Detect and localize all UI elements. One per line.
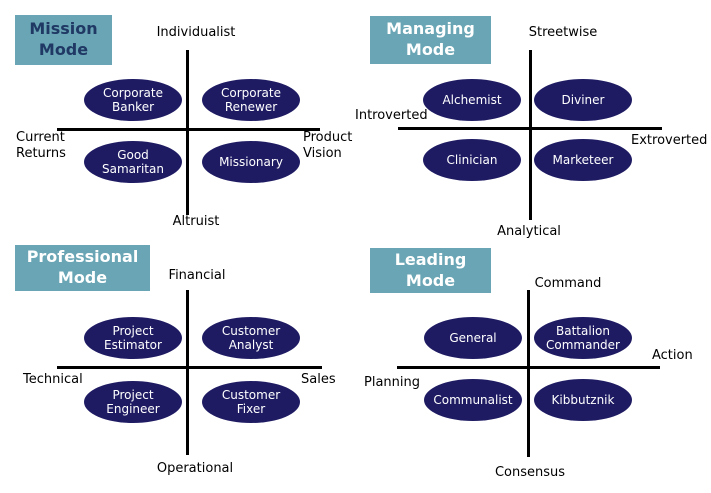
ellipse-clinician: Clinician <box>423 139 521 181</box>
title-line: Managing <box>386 19 475 39</box>
axis-label-technical: Technical <box>23 372 83 387</box>
axis-label-command: Command <box>534 276 602 291</box>
title-line: Professional <box>26 247 139 267</box>
ellipse-project-engineer: Project Engineer <box>84 381 182 423</box>
professional-mode-title-box: Professional Mode <box>15 245 150 291</box>
axis-label-planning: Planning <box>364 375 420 390</box>
quadrant-managing-mode: Managing Mode Streetwise Analytical Intr… <box>355 0 711 240</box>
horizontal-axis-line <box>398 127 662 130</box>
ellipse-marketeer: Marketeer <box>534 139 632 181</box>
ellipse-customer-fixer: Customer Fixer <box>202 381 300 423</box>
ellipse-project-estimator: Project Estimator <box>84 317 182 359</box>
horizontal-axis-line <box>397 366 660 369</box>
ellipse-general: General <box>424 317 522 359</box>
axis-label-streetwise: Streetwise <box>528 25 598 40</box>
axis-label-analytical: Analytical <box>497 224 561 239</box>
axis-label-consensus: Consensus <box>494 465 566 480</box>
horizontal-axis-line <box>57 366 322 369</box>
title-line: Mode <box>405 270 456 290</box>
axis-label-individualist: Individualist <box>156 25 236 40</box>
ellipse-corporate-renewer: Corporate Renewer <box>202 79 300 121</box>
mission-mode-title-box: Mission Mode <box>15 15 112 65</box>
quadrant-professional-mode: Professional Mode Financial Operational … <box>0 240 355 493</box>
title-line: Mission <box>29 19 98 39</box>
leading-mode-title-box: Leading Mode <box>370 248 491 293</box>
horizontal-axis-line <box>57 128 320 131</box>
ellipse-kibbutznik: Kibbutznik <box>534 379 632 421</box>
ellipse-good-samaritan: Good Samaritan <box>84 141 182 183</box>
ellipse-missionary: Missionary <box>202 141 300 183</box>
vertical-axis-line <box>186 290 189 455</box>
title-line: Mode <box>405 40 456 59</box>
ellipse-communalist: Communalist <box>424 379 522 421</box>
axis-label-extroverted: Extroverted <box>631 133 708 148</box>
vertical-axis-line <box>186 50 189 215</box>
ellipse-customer-analyst: Customer Analyst <box>202 317 300 359</box>
axis-label-financial: Financial <box>168 268 226 283</box>
title-line: Mode <box>38 40 89 59</box>
managing-mode-title-box: Managing Mode <box>370 16 491 64</box>
axis-label-altruist: Altruist <box>172 214 220 229</box>
ellipse-battalion-commander: Battalion Commander <box>534 317 632 359</box>
axis-label-operational: Operational <box>156 461 234 476</box>
axis-label-action: Action <box>652 348 693 363</box>
vertical-axis-line <box>527 290 530 457</box>
title-line: Leading <box>394 249 467 269</box>
axis-label-current-returns: Current Returns <box>16 130 66 161</box>
ellipse-diviner: Diviner <box>534 79 632 121</box>
axis-label-product-vision: Product Vision <box>303 130 353 161</box>
axis-label-introverted: Introverted <box>355 108 428 123</box>
quadrant-leading-mode: Leading Mode Command Consensus Planning … <box>355 240 711 493</box>
vertical-axis-line <box>529 50 532 220</box>
title-line: Mode <box>57 268 108 287</box>
ellipse-corporate-banker: Corporate Banker <box>84 79 182 121</box>
axis-label-sales: Sales <box>301 372 336 387</box>
ellipse-alchemist: Alchemist <box>423 79 521 121</box>
quadrant-mission-mode: Mission Mode Individualist Altruist Curr… <box>0 0 355 240</box>
